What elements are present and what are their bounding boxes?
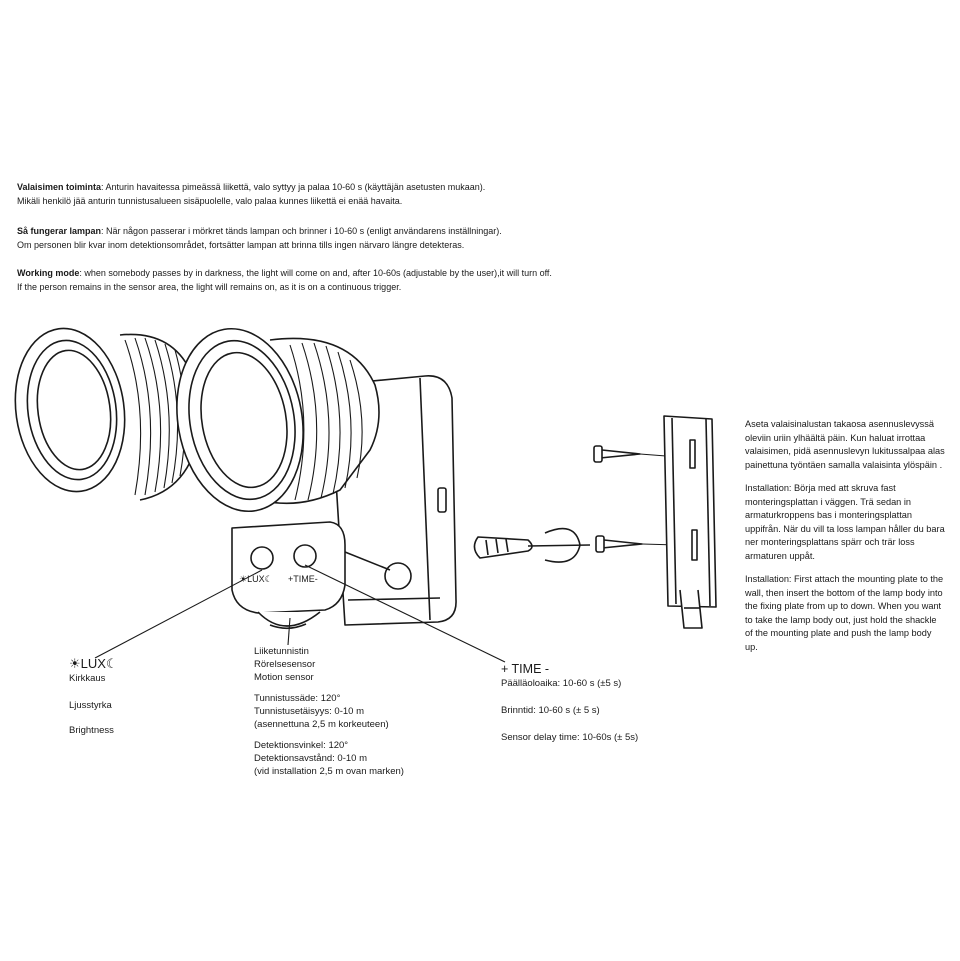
time-finnish: Päälläoloaika: 10-60 s (±5 s): [501, 678, 622, 689]
sensor-range: Detektionsavstånd: 0-10 m: [254, 753, 368, 764]
intro-line: when somebody passes by in darkness, the…: [84, 268, 552, 278]
left-spotlight: [14, 327, 201, 501]
sensor-range: (vid installation 2,5 m ovan marken): [254, 766, 404, 777]
sensor-range: (asennettuna 2,5 m korkeuteen): [254, 719, 389, 730]
screwdriver: [473, 527, 591, 563]
intro-english: Working mode: when somebody passes by in…: [17, 268, 552, 292]
intro-line: If the person remains in the sensor area…: [17, 282, 402, 292]
sun-icon: ☀: [69, 656, 81, 671]
time-english: Sensor delay time: 10-60s (± 5s): [501, 732, 639, 743]
sensor-line: Liiketunnistin: [254, 646, 309, 657]
time-dial-label: +TIME-: [288, 574, 318, 584]
lux-legend: ☀LUX☾ Kirkkaus Ljusstyrka Brightness: [69, 656, 118, 737]
time-legend: + TIME - Päälläoloaika: 10-60 s (±5 s) B…: [501, 662, 638, 744]
time-swedish: Brinntid: 10-60 s (± 5 s): [501, 705, 600, 716]
screws: [593, 445, 713, 553]
intro-lead: Så fungerar lampan: [17, 226, 102, 236]
intro-lead: Valaisimen toiminta: [17, 182, 102, 192]
mounting-plate: [663, 415, 717, 629]
sensor-range: Tunnistussäde: 120°: [254, 693, 341, 704]
lux-english: Brightness: [69, 725, 114, 736]
sensor-line: Rörelsesensor: [254, 659, 316, 670]
sensor-range: Tunnistusetäisyys: 0-10 m: [254, 706, 364, 717]
lux-dial-label: ☀LUX☾: [239, 574, 273, 584]
lux-symbol: LUX: [80, 656, 106, 671]
lux-finnish: Kirkkaus: [69, 673, 106, 684]
installation-finnish: Aseta valaisinalustan takaosa asennuslev…: [745, 419, 945, 470]
lux-swedish: Ljusstyrka: [69, 700, 112, 711]
installation-english: Installation: First attach the mounting …: [745, 574, 944, 652]
installation-swedish: Installation: Börja med att skruva fast …: [745, 483, 945, 561]
intro-line: När någon passerar i mörkret tänds lampa…: [106, 226, 502, 236]
intro-line: Om personen blir kvar inom detektionsomr…: [17, 240, 465, 250]
intro-line: Anturin havaitessa pimeässä liikettä, va…: [105, 182, 486, 192]
time-title: + TIME -: [501, 662, 550, 676]
sensor-legend: Liiketunnistin Rörelsesensor Motion sens…: [254, 645, 404, 778]
right-spotlight: [176, 327, 380, 513]
intro-line: Mikäli henkilö jää anturin tunnistusalue…: [17, 196, 403, 206]
installation-text: Aseta valaisinalustan takaosa asennuslev…: [745, 418, 945, 664]
intro-swedish: Så fungerar lampan: När någon passerar i…: [17, 226, 502, 250]
moon-icon: ☾: [105, 656, 118, 671]
sensor-range: Detektionsvinkel: 120°: [254, 740, 349, 751]
intro-finnish: Valaisimen toiminta: Anturin havaitessa …: [17, 182, 486, 206]
sensor-module: [231, 521, 346, 630]
sensor-line: Motion sensor: [254, 672, 314, 683]
intro-lead: Working mode: [17, 268, 80, 278]
